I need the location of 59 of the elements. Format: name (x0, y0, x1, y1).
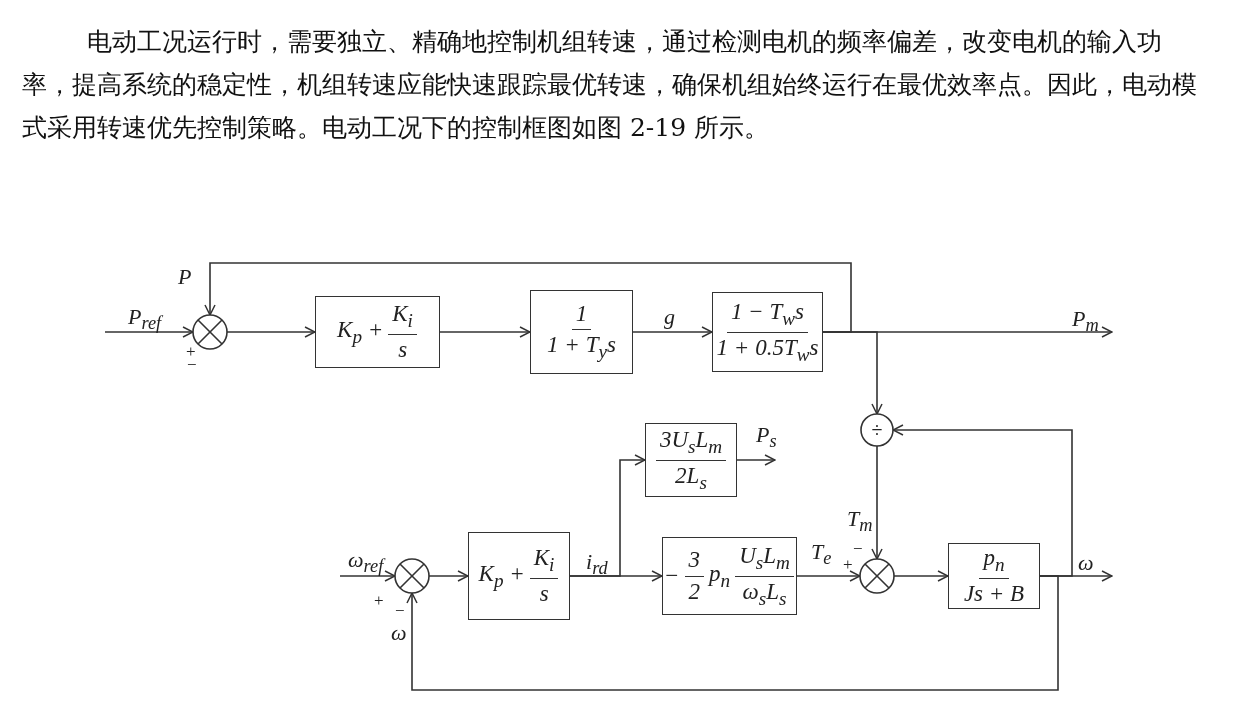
signal-label: ω (1078, 552, 1094, 574)
numerator: K$_{i}$ (388, 300, 417, 335)
signal-label: i$_{rd}$ (586, 551, 608, 578)
signal-label: P$_{ref}$ (128, 306, 162, 333)
numerator: p$_{n}$ (979, 544, 1009, 579)
summing-junction (394, 558, 430, 594)
signal-label: P$_{s}$ (756, 424, 777, 451)
signal-label: T$_{m}$ (847, 508, 873, 535)
sign-label: − (853, 540, 863, 557)
formula-term: K$_{p}$ + (477, 560, 526, 592)
numerator: 3U$_{s}$L$_{m}$ (655, 426, 727, 461)
transfer-function-box (948, 543, 1040, 609)
arrow (822, 331, 883, 415)
arrow (104, 326, 194, 338)
denominator: 1 + 0.5T$_{w}$s (715, 333, 820, 366)
denominator: 1 + T$_{y}$s (546, 331, 617, 364)
arrow (439, 326, 531, 338)
numerator: 1 − T$_{w}$s (727, 298, 809, 333)
denominator: s (397, 335, 409, 364)
numerator: U$_{s}$L$_{m}$ (735, 542, 794, 577)
numerator: 3 (684, 547, 705, 577)
signal-label: g (664, 306, 675, 328)
signal-label: P (178, 266, 192, 288)
formula-term: K$_{p}$ + (336, 316, 385, 348)
denominator: s (538, 579, 550, 608)
formula-term: p$_{n}$ (707, 560, 732, 592)
signal-label: ω$_{ref}$ (348, 549, 384, 576)
transfer-function-box (645, 423, 737, 497)
transfer-function-box (315, 296, 440, 368)
signal-label: ω (391, 622, 407, 644)
formula-term: − (663, 563, 681, 589)
sign-label: + (843, 556, 853, 573)
denominator: Js + B (962, 579, 1026, 608)
sign-label: − (395, 602, 405, 619)
sign-label: + (374, 592, 384, 609)
denominator: ω$_{s}$L$_{s}$ (741, 577, 788, 610)
arrow (204, 262, 852, 333)
signal-label: T$_{e}$ (811, 541, 832, 568)
division-sign: ÷ (871, 418, 883, 442)
paragraph: 电动工况运行时，需要独立、精确地控制机组转速，通过检测电机的频率偏差，改变电机的输入功率，提高系统的稳定性，机组转速应能快速跟踪最优转速，确保机组始终运行在最优效率点。因此，电动模式采用转速优先控制策略。电动工况下的控制框图如图 2-19 所示。 (22, 26, 1198, 144)
arrow (339, 570, 396, 582)
arrow (892, 424, 1073, 577)
denominator: 2 (687, 577, 702, 605)
arrow (736, 454, 776, 466)
signal-label: P$_{m}$ (1072, 308, 1099, 335)
denominator: 2L$_{s}$ (674, 461, 708, 494)
arrow (632, 326, 713, 338)
transfer-function-box (468, 532, 570, 620)
arrow (406, 575, 1059, 691)
numerator: 1 (571, 300, 592, 331)
arrow (796, 570, 861, 582)
transfer-function-box (712, 292, 823, 372)
arrow (871, 445, 883, 560)
transfer-function-box (662, 537, 797, 615)
arrow (569, 570, 663, 582)
numerator: K$_{i}$ (529, 544, 559, 579)
summing-junction (859, 558, 895, 594)
transfer-function-box (530, 290, 633, 374)
division-junction (860, 413, 894, 447)
